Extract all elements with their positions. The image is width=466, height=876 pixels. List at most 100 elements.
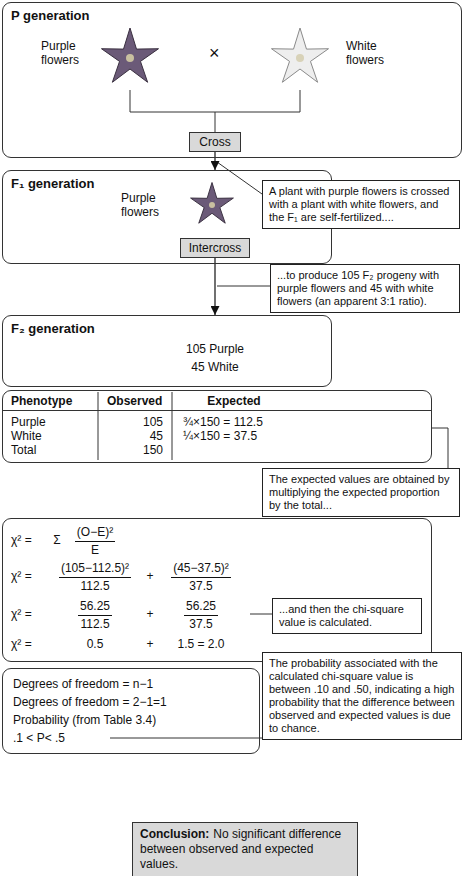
formula-term: +	[146, 607, 153, 621]
callout-text: A plant with purple flowers is crossed w…	[269, 185, 449, 223]
text-slot: 1.5 = 2.0	[161, 637, 241, 652]
callout-text: ...and then the chi-square value is calc…	[279, 603, 404, 628]
fraction-denominator: E	[91, 542, 99, 558]
formula-term: 0.5	[87, 637, 104, 651]
text-slot: P generation	[11, 8, 90, 24]
callout-box: ...to produce 105 F₂ progeny with purple…	[270, 264, 460, 313]
progeny-count: 105 Purple	[186, 342, 244, 356]
text-slot: Total	[11, 443, 36, 457]
table-cell: 45	[150, 429, 163, 443]
formula-term: 1.5 = 2.0	[177, 637, 224, 651]
flower-petals	[191, 183, 234, 224]
fraction-numerator: (105−112.5)²	[59, 561, 131, 578]
fraction-denominator: 37.5	[189, 616, 212, 632]
formula-term: χ² =	[11, 569, 32, 583]
fraction: (O−E)²E	[75, 525, 115, 558]
text-slot: (O−E)²E	[67, 525, 123, 558]
table-cell: Purple	[11, 415, 46, 429]
callout-box: The probability associated with the calc…	[262, 652, 462, 740]
callout-text: The probability associated with the calc…	[269, 657, 455, 734]
fraction-numerator: (O−E)²	[75, 525, 115, 542]
text-slot: 0.5	[51, 637, 139, 652]
flower-label: Purple flowers	[41, 39, 79, 67]
flower-label: White flowers	[346, 39, 384, 67]
formula-term: Σ	[53, 533, 60, 547]
callout-box: The expected values are obtained by mult…	[262, 468, 460, 517]
text-slot: (45−37.5)²37.5	[161, 561, 241, 594]
formula-term: χ² =	[11, 533, 32, 547]
leader-line	[250, 614, 272, 615]
fraction-numerator: (45−37.5)²	[171, 561, 231, 578]
calculation-line: Degrees of freedom = n−1	[13, 677, 153, 691]
step-box: Intercross	[180, 238, 250, 258]
fraction: 56.25112.5	[78, 599, 112, 632]
table-cell: Total	[11, 443, 36, 457]
leader-line	[110, 738, 262, 739]
cross-bracket	[130, 90, 300, 132]
formula-term: +	[146, 569, 153, 583]
callout-text: The expected values are obtained by mult…	[269, 473, 449, 511]
leader-line	[432, 428, 448, 468]
table-header: Observed	[107, 394, 162, 408]
fraction: (105−112.5)²112.5	[59, 561, 131, 594]
text-slot: .1 < P< .5	[13, 731, 65, 745]
table-cell: 150	[143, 443, 163, 457]
text-slot: 56.2537.5	[161, 599, 241, 632]
fraction: 56.2537.5	[184, 599, 218, 632]
text-slot: χ² =	[11, 607, 47, 622]
flower-center	[126, 54, 134, 62]
calculation-line: Degrees of freedom = 2−1=1	[13, 695, 167, 709]
text-slot: White flowers	[346, 39, 398, 67]
table-cell: 105	[143, 415, 163, 429]
table-cell: White	[11, 429, 42, 443]
callout-box: ...and then the chi-square value is calc…	[272, 598, 422, 634]
text-slot: 150	[107, 443, 163, 457]
fraction-denominator: 112.5	[80, 616, 109, 632]
text-slot: χ² =	[11, 569, 47, 584]
text-slot: 105 Purple	[165, 342, 265, 356]
text-slot: Phenotype	[11, 394, 72, 408]
text-slot: White	[11, 429, 42, 443]
text-slot: +	[143, 569, 157, 584]
text-slot: Purple flowers	[121, 191, 173, 219]
callout-box: A plant with purple flowers is crossed w…	[262, 180, 460, 229]
calculation-box: Degrees of freedom = n−1Degrees of freed…	[2, 668, 260, 754]
text-slot: Degrees of freedom = n−1	[13, 677, 153, 691]
calculation-line: .1 < P< .5	[13, 731, 65, 745]
flower-center	[209, 202, 215, 208]
table-header: Phenotype	[11, 394, 72, 408]
conclusion-heading: Conclusion:	[140, 827, 209, 841]
text-slot: Purple flowers	[41, 39, 93, 67]
text-slot: +	[143, 607, 157, 622]
generation-box: F₂ generation105 Purple45 White	[2, 315, 332, 387]
table-cell: ¾×150 = 112.5	[183, 415, 263, 429]
text-slot: F₁ generation	[11, 176, 94, 192]
generation-box: CrossP generationPurple flowers×White fl…	[2, 2, 462, 158]
text-slot: Observed	[107, 394, 162, 408]
fraction-denominator: 37.5	[189, 578, 212, 594]
text-slot: ×	[209, 43, 220, 63]
text-slot: Degrees of freedom = 2−1=1	[13, 695, 167, 709]
white-flower	[271, 28, 328, 82]
step-label: Intercross	[189, 241, 242, 255]
text-slot: Purple	[11, 415, 46, 429]
formula-term: χ² =	[11, 637, 32, 651]
text-slot: χ² =	[11, 533, 47, 548]
text-slot: Expected	[179, 394, 289, 408]
flower-label: Purple flowers	[121, 191, 159, 219]
data-table: Phenotype Observed ExpectedPurple 105 ¾×150 …	[2, 390, 432, 463]
text-slot: Σ	[49, 533, 65, 548]
callout-text: ...to produce 105 F₂ progeny with purple…	[277, 269, 439, 307]
text-slot: χ² =	[11, 637, 47, 652]
purple-flower	[191, 183, 234, 224]
box-heading: P generation	[11, 8, 90, 23]
table-cell: ¼×150 = 37.5	[183, 429, 257, 443]
flower-petals	[101, 28, 158, 82]
box-heading: F₁ generation	[11, 176, 94, 191]
formula-term: χ² =	[11, 607, 32, 621]
text-slot: +	[143, 637, 157, 652]
cross-symbol: ×	[209, 43, 220, 63]
flow-arrow	[214, 152, 215, 170]
text-slot: 56.25112.5	[51, 599, 139, 632]
